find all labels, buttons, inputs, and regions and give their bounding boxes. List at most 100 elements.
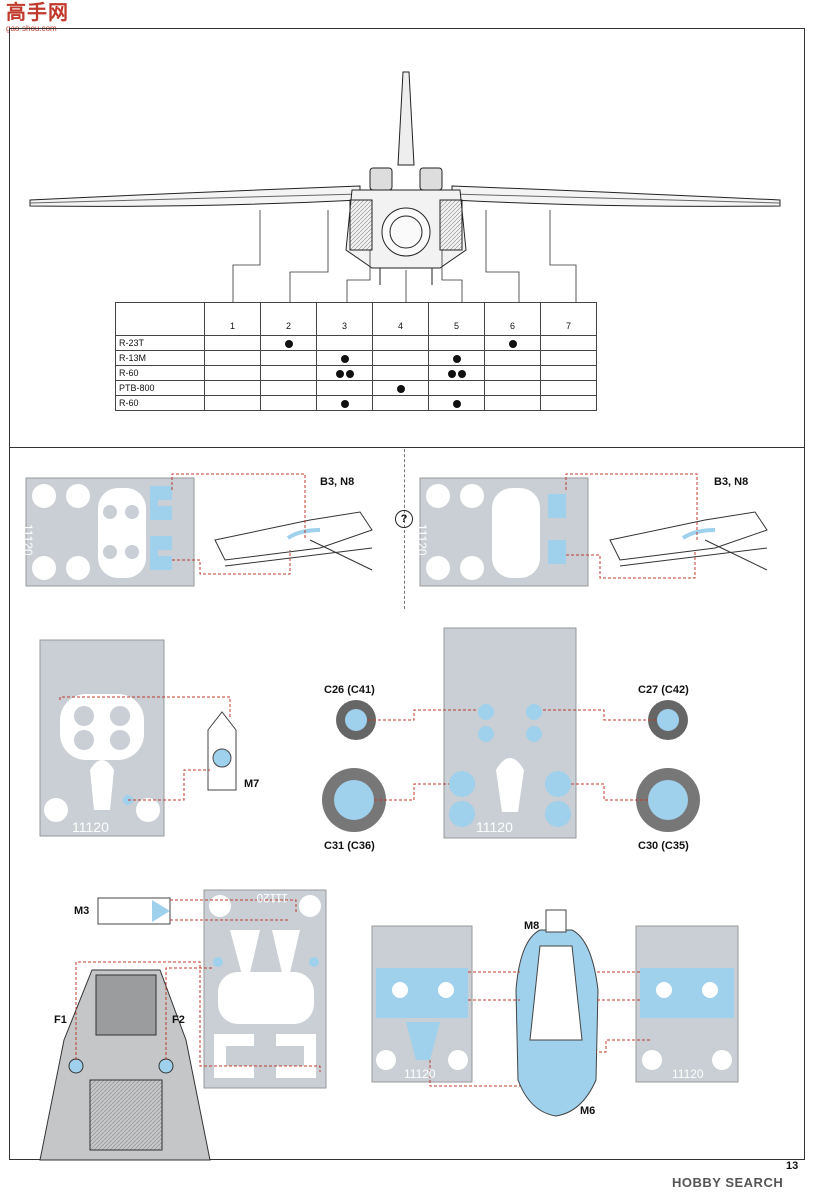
mask-sheet-wheels — [443, 627, 577, 839]
m7-callout-line — [59, 696, 231, 718]
callout-b3-n8-left: B3, N8 — [320, 476, 355, 488]
mount-dot-icon — [457, 369, 466, 378]
weapon-label: PTB-800 — [115, 380, 205, 396]
weapon-label: R-60 — [115, 395, 205, 411]
loadout-corner-cell — [115, 302, 205, 336]
mount-dot-icon — [447, 369, 456, 378]
question-icon: ? — [395, 510, 413, 528]
mount-dot-icon — [452, 354, 461, 363]
loadout-row: PTB-800 — [115, 380, 597, 396]
page-frame — [9, 28, 805, 1160]
sheet-id-1: 11120 — [21, 524, 35, 556]
mask-sheet-lower-c — [635, 925, 739, 1083]
callout-c27: C27 (C42) — [638, 684, 689, 696]
callout-f2: F2 — [172, 1014, 185, 1026]
callout-c26: C26 (C41) — [324, 684, 375, 696]
wheel-c27 — [648, 700, 688, 740]
sheet-id-3: 11120 — [72, 819, 109, 835]
station-cell — [372, 365, 429, 381]
callout-m7: M7 — [244, 778, 260, 790]
callout-m6: M6 — [580, 1105, 596, 1117]
wheel-c31 — [322, 768, 386, 832]
loadout-row: R-60 — [115, 365, 597, 381]
mask-part-m3 — [97, 897, 171, 925]
station-cell — [540, 335, 597, 351]
station-cell — [204, 395, 261, 411]
station-cell — [260, 365, 317, 381]
station-cell — [428, 350, 485, 366]
mask-sheet-b3-left — [25, 477, 195, 587]
mount-dot-icon — [340, 354, 349, 363]
callout-m3: M3 — [74, 905, 90, 917]
station-header: 6 — [484, 302, 541, 336]
station-cell — [260, 395, 317, 411]
mount-dot-icon — [508, 339, 517, 348]
mount-dot-icon — [345, 369, 354, 378]
station-cell — [428, 395, 485, 411]
m7-callout-line-2 — [128, 769, 210, 801]
mount-dot-icon — [335, 369, 344, 378]
station-cell — [540, 380, 597, 396]
canopy-callout-lines — [429, 971, 650, 1087]
station-cell — [204, 380, 261, 396]
sheet-id-6: 11120 — [404, 1067, 436, 1081]
callout-f1: F1 — [54, 1014, 67, 1026]
station-cell — [428, 365, 485, 381]
weapon-label: R-13M — [115, 350, 205, 366]
sheet-id-2: 11120 — [415, 524, 429, 556]
station-cell — [316, 350, 373, 366]
site-logo-text: 高手网 — [6, 2, 69, 24]
station-cell — [484, 350, 541, 366]
mount-dot-icon — [284, 339, 293, 348]
wheel-callout-lines — [368, 709, 656, 801]
station-header: 1 — [204, 302, 261, 336]
callout-m8: M8 — [524, 920, 540, 932]
section-divider — [9, 447, 804, 448]
station-cell — [204, 335, 261, 351]
loadout-row: R-23T — [115, 335, 597, 351]
mount-dot-icon — [396, 384, 405, 393]
mask-sheet-m7 — [39, 639, 165, 837]
station-header: 5 — [428, 302, 485, 336]
station-cell — [484, 395, 541, 411]
mask-sheet-lower-b — [371, 925, 473, 1083]
callout-b3-n8-right: B3, N8 — [714, 476, 749, 488]
station-cell — [372, 335, 429, 351]
cockpit-drawing — [39, 969, 211, 1161]
station-cell — [372, 380, 429, 396]
station-header: 7 — [540, 302, 597, 336]
station-cell — [540, 350, 597, 366]
station-header: 2 — [260, 302, 317, 336]
weapon-label: R-60 — [115, 365, 205, 381]
mask-sheet-lower-a — [203, 889, 327, 1089]
station-cell — [484, 380, 541, 396]
station-header: 4 — [372, 302, 429, 336]
station-cell — [260, 335, 317, 351]
m3-callout-line — [170, 899, 297, 912]
station-cell — [484, 365, 541, 381]
mount-dot-icon — [452, 399, 461, 408]
callout-c30: C30 (C35) — [638, 840, 689, 852]
page-number: 13 — [786, 1160, 799, 1172]
loadout-row: R-60 — [115, 395, 597, 411]
station-cell — [484, 335, 541, 351]
station-cell — [316, 380, 373, 396]
mask-sheet-b3-right — [419, 477, 589, 587]
station-cell — [428, 335, 485, 351]
option-divider — [404, 449, 405, 609]
weapon-label: R-23T — [115, 335, 205, 351]
station-cell — [540, 395, 597, 411]
mask-part-m7 — [207, 711, 237, 791]
station-cell — [372, 350, 429, 366]
sheet-id-5: 11120 — [256, 891, 288, 905]
f2-callout-line — [165, 967, 214, 1060]
loadout-row: R-13M — [115, 350, 597, 366]
callout-c31: C31 (C36) — [324, 840, 375, 852]
f1-callout-line — [75, 961, 321, 1072]
station-cell — [540, 365, 597, 381]
wheel-c30 — [636, 768, 700, 832]
station-cell — [260, 350, 317, 366]
watermark: HOBBY SEARCH — [672, 1175, 784, 1190]
